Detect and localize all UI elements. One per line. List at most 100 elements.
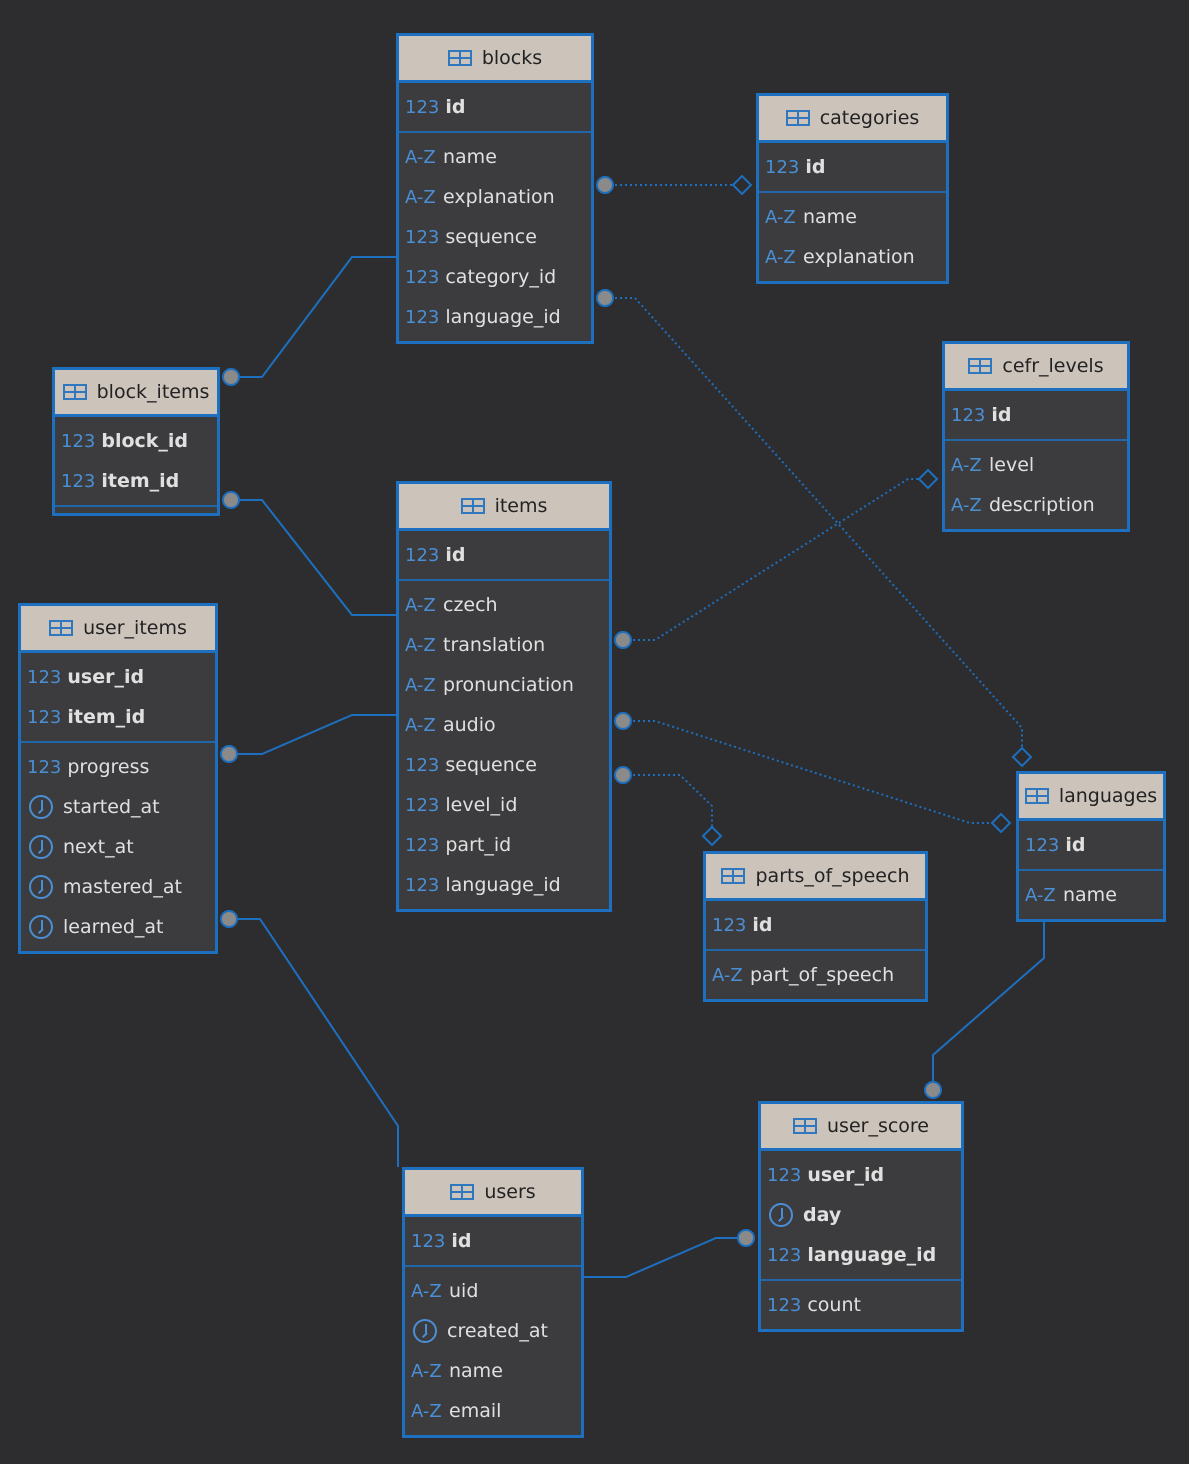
column-name: item_id: [101, 470, 180, 492]
column-name: progress: [67, 756, 150, 778]
numeric-type-icon: 123: [767, 1294, 802, 1316]
table-title: user_score: [827, 1115, 929, 1137]
numeric-type-icon: 123: [405, 834, 440, 856]
column-name: id: [451, 1230, 472, 1252]
column-name: count: [807, 1294, 861, 1316]
clock-icon: [29, 915, 53, 939]
table-header[interactable]: user_items: [21, 606, 215, 653]
column-row[interactable]: started_at: [21, 787, 215, 827]
text-type-icon: A-Z: [765, 246, 796, 268]
column-name: translation: [443, 634, 546, 656]
table-icon: [447, 50, 472, 66]
numeric-type-icon: 123: [1025, 834, 1060, 856]
table-header[interactable]: blocks: [399, 36, 591, 83]
numeric-type-icon: 123: [61, 430, 96, 452]
column-name: language_id: [445, 874, 561, 896]
relation-optional-diamond: [701, 825, 723, 847]
link-blocks-languages: [605, 297, 1023, 748]
table-header[interactable]: block_items: [55, 370, 217, 417]
column-row[interactable]: A-Z translation: [399, 625, 609, 665]
numeric-type-icon: 123: [405, 874, 440, 896]
table-header[interactable]: user_score: [761, 1104, 961, 1151]
table-header[interactable]: categories: [759, 96, 946, 143]
text-type-icon: A-Z: [405, 634, 436, 656]
column-row[interactable]: next_at: [21, 827, 215, 867]
clock-icon: [29, 795, 53, 819]
column-name: category_id: [445, 266, 557, 288]
clock-icon: [29, 835, 53, 859]
column-row[interactable]: learned_at: [21, 907, 215, 947]
table-header[interactable]: parts_of_speech: [706, 854, 925, 901]
column-name: language_id: [807, 1244, 937, 1266]
numeric-type-icon: 123: [27, 706, 62, 728]
table-icon: [1024, 788, 1049, 804]
text-type-icon: A-Z: [405, 594, 436, 616]
column-name: id: [445, 544, 466, 566]
table-header[interactable]: items: [399, 484, 609, 531]
table-icon: [968, 358, 993, 374]
table-header[interactable]: cefr_levels: [945, 344, 1127, 391]
column-row[interactable]: mastered_at: [21, 867, 215, 907]
table-header[interactable]: languages: [1019, 774, 1163, 821]
column-name: uid: [449, 1280, 479, 1302]
table-icon: [460, 498, 485, 514]
relation-endpoint-dot: [737, 1229, 755, 1247]
column-row[interactable]: A-Z uid: [405, 1271, 581, 1311]
column-row[interactable]: created_at: [405, 1311, 581, 1351]
column-name: block_id: [101, 430, 189, 452]
column-row[interactable]: day: [761, 1195, 961, 1235]
numeric-type-icon: 123: [411, 1230, 446, 1252]
text-type-icon: A-Z: [411, 1280, 442, 1302]
table-header[interactable]: users: [405, 1170, 581, 1217]
text-type-icon: A-Z: [411, 1360, 442, 1382]
